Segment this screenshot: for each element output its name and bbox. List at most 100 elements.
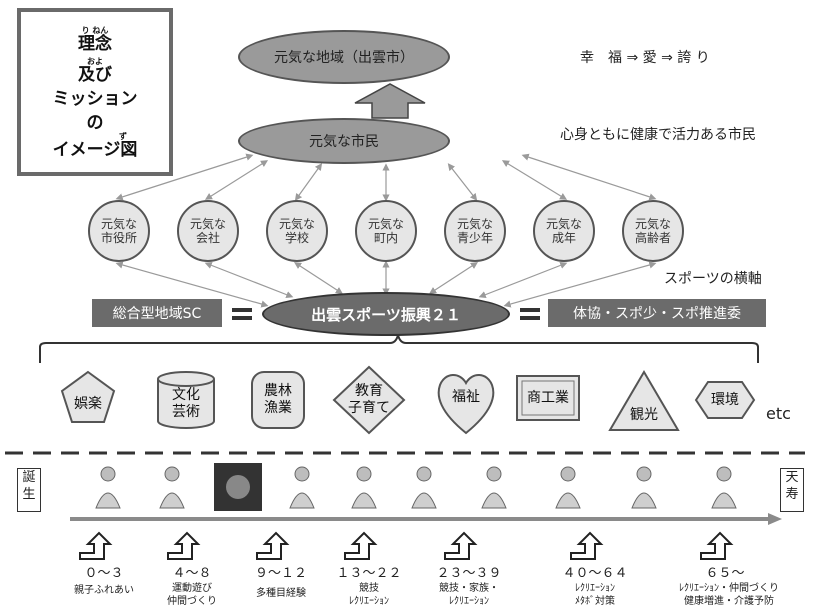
group-label: 元気な 学校: [278, 217, 315, 245]
comprehensive-sc-label: 総合型地域SC: [112, 306, 202, 322]
connector-arrow: [447, 163, 478, 201]
bent-arrow-icon: [167, 531, 201, 560]
group-label: 元気な 青少年: [456, 217, 493, 245]
group-label: 元気な 町内: [367, 217, 404, 245]
person-photo-icon: [351, 466, 377, 509]
title-line-5: イメージ図: [52, 139, 138, 160]
connector-arrow: [521, 153, 657, 201]
group-label: 元気な 成年: [545, 217, 582, 245]
connector-arrow: [503, 261, 657, 308]
connector-arrow: [204, 261, 294, 299]
group-label: 元気な 市役所: [100, 217, 137, 245]
age-description: 親子ふれあい: [74, 585, 134, 596]
sector-brace: [39, 334, 759, 363]
diamond-shape: [332, 365, 406, 435]
bent-arrow-icon: [256, 531, 290, 560]
group-circle-city-hall: 元気な 市役所: [88, 200, 150, 262]
region-ellipse: 元気な地域（出雲市）: [238, 30, 450, 84]
age-range: ４～８: [172, 566, 212, 581]
connector-arrow: [478, 261, 568, 299]
age-range: ９～１２: [254, 566, 307, 581]
bent-arrow-icon: [79, 531, 113, 560]
title-line-1: 理念: [78, 33, 112, 54]
sector-label: 観光: [630, 406, 658, 423]
person-photo-icon: [481, 466, 507, 509]
title-ruby-1: り ねん: [81, 25, 109, 35]
group-circle-company: 元気な 会社: [177, 200, 239, 262]
age-description: ﾚｸﾘｴｰｼｮﾝ ﾒﾀﾎﾞ対策: [575, 583, 615, 607]
equals-right-icon: [520, 308, 540, 320]
age-range: ２３～３９: [436, 566, 502, 581]
group-circle-town: 元気な 町内: [355, 200, 417, 262]
connector-arrow: [204, 160, 269, 200]
organizations-label: 体協・スポ少・スポ推進委: [573, 306, 741, 322]
group-circle-youth: 元気な 青少年: [444, 200, 506, 262]
age-description: 競技・家族・ ﾚｸﾘｴｰｼｮﾝ: [439, 583, 499, 607]
birth-label: 誕 生: [17, 468, 41, 512]
sector-label: 文化 芸術: [172, 387, 200, 420]
group-label: 元気な 高齢者: [634, 217, 671, 245]
bent-arrow-icon: [570, 531, 604, 560]
group-circle-elderly: 元気な 高齢者: [622, 200, 684, 262]
sector-label: 娯楽: [74, 395, 102, 412]
age-range: ６５～: [705, 566, 745, 581]
sectors-etc: etc: [766, 404, 791, 423]
natural-life-end-label: 天 寿: [780, 468, 804, 512]
title-ruby-2: およ: [87, 56, 103, 66]
hexagon-shape: [694, 381, 756, 419]
group-circle-adult: 元気な 成年: [533, 200, 595, 262]
person-photo-icon: [411, 466, 437, 509]
sector-label: 環境: [711, 391, 739, 408]
sector-label: 福祉: [452, 388, 480, 405]
title-box: り ねん 理念 およ 及び ミッション の ず イメージ図: [17, 8, 173, 176]
person-photo-icon: [711, 466, 737, 509]
age-description: 競技 ﾚｸﾘｴｰｼｮﾝ: [349, 583, 389, 607]
person-photo-icon: [159, 466, 185, 509]
cylinder-shape: [157, 371, 215, 429]
person-photo-icon: [555, 466, 581, 509]
organizations-box: 体協・スポ少・スポ推進委: [548, 299, 766, 327]
triangle-shape: [608, 370, 680, 431]
pentagon-shape: [60, 370, 116, 423]
timeline-arrow-icon: [768, 513, 782, 525]
bent-arrow-icon: [344, 531, 378, 560]
sector-label: 教育 子育て: [348, 383, 390, 416]
age-description: 運動遊び 仲間づくり: [167, 583, 217, 607]
person-photo-icon: [289, 466, 315, 509]
person-photo-icon: [631, 466, 657, 509]
age-description: 多種目経験: [256, 588, 306, 599]
heart-shape: [437, 374, 495, 435]
citizens-label: 元気な市民: [309, 134, 379, 150]
core-ellipse: 出雲スポーツ振興２１: [262, 292, 510, 336]
age-range: ０～３: [84, 566, 124, 581]
connector-arrow: [294, 163, 323, 201]
citizens-description: 心身ともに健康で活力ある市民: [560, 127, 756, 143]
age-range: １３～２２: [336, 566, 402, 581]
connector-arrow: [501, 160, 568, 200]
title-line-4: の: [86, 112, 104, 133]
bent-arrow-icon: [700, 531, 734, 560]
sports-axis-label: スポーツの横軸: [664, 271, 762, 287]
group-circle-school: 元気な 学校: [266, 200, 328, 262]
connector-arrow: [293, 262, 344, 294]
comprehensive-sc-box: 総合型地域SC: [92, 299, 222, 327]
title-line-3: ミッション: [52, 88, 138, 109]
happiness-chain: 幸 福 ⇒ 愛 ⇒ 誇 り: [580, 50, 710, 66]
age-range: ４０～６４: [562, 566, 628, 581]
core-label: 出雲スポーツ振興２１: [311, 305, 461, 324]
title-ruby-3: ず: [119, 131, 127, 141]
region-label: 元気な地域（出雲市）: [274, 50, 414, 66]
connector-arrow: [428, 262, 479, 294]
person-photo-icon: [95, 466, 121, 509]
citizens-ellipse: 元気な市民: [238, 118, 450, 164]
bevel-rect-shape: [516, 375, 580, 421]
dark-photo-icon: [214, 463, 262, 511]
group-label: 元気な 会社: [189, 217, 226, 245]
equals-left-icon: [232, 308, 252, 320]
rounded-rect-shape: [251, 371, 305, 429]
up-arrow-icon: [354, 83, 426, 119]
sector-label: 商工業: [527, 389, 569, 406]
bent-arrow-icon: [444, 531, 478, 560]
connector-arrow: [115, 261, 269, 308]
